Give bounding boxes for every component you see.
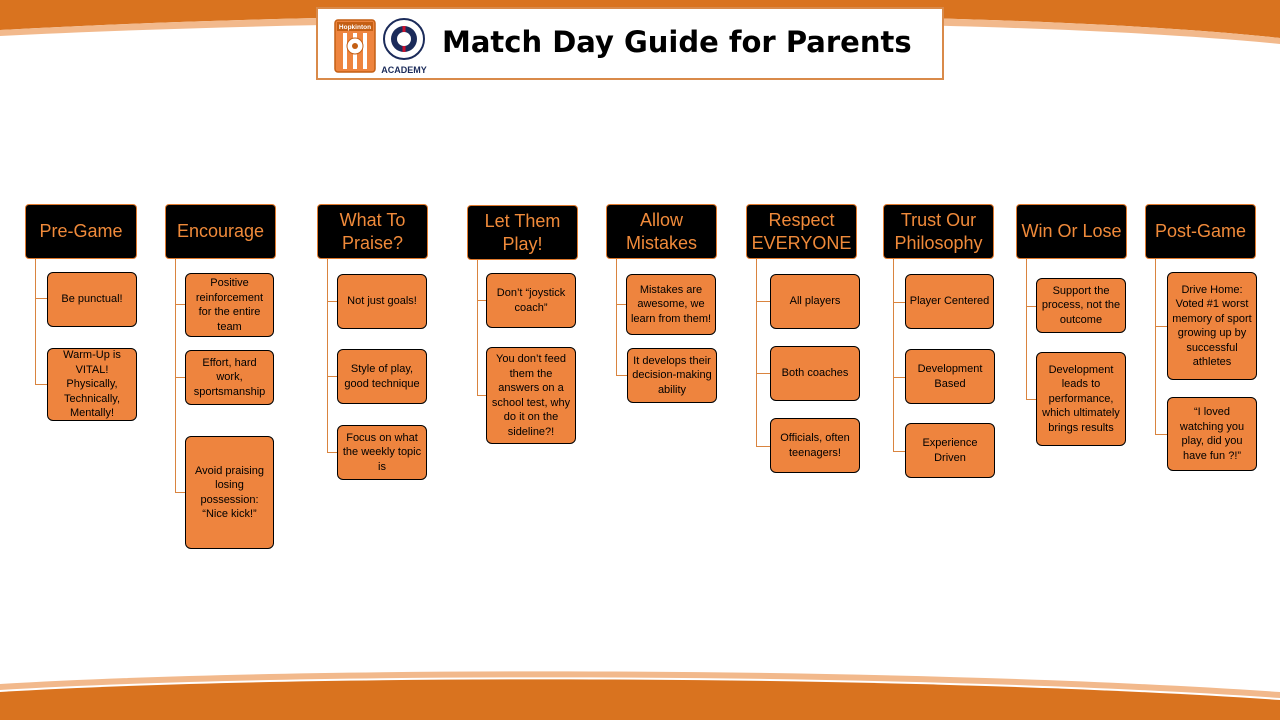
column-heading: Trust Our Philosophy	[883, 204, 994, 259]
list-item: Focus on what the weekly topic is	[337, 425, 427, 480]
list-item: Mistakes are awesome, we learn from them…	[626, 274, 716, 335]
list-item: Support the process, not the outcome	[1036, 278, 1126, 333]
logo-left-text: Hopkinton	[339, 24, 371, 31]
list-item: Be punctual!	[47, 272, 137, 327]
revolution-academy-logo: ACADEMY	[381, 18, 427, 75]
hopkinton-shield-logo: Hopkinton	[334, 19, 376, 73]
title-box: Hopkinton ACADEMY Match Day Guide for Pa…	[316, 7, 944, 80]
list-item: Player Centered	[905, 274, 994, 329]
column-heading: What To Praise?	[317, 204, 428, 259]
list-item: Experience Driven	[905, 423, 995, 478]
list-item: Positive reinforcement for the entire te…	[185, 273, 274, 337]
logo-right-text: ACADEMY	[381, 65, 427, 75]
list-item: Both coaches	[770, 346, 860, 401]
list-item: “I loved watching you play, did you have…	[1167, 397, 1257, 471]
column-heading: Allow Mistakes	[606, 204, 717, 259]
list-item: Development Based	[905, 349, 995, 404]
column-heading: Encourage	[165, 204, 276, 259]
list-item: Style of play, good technique	[337, 349, 427, 404]
page-title: Match Day Guide for Parents	[442, 25, 912, 59]
list-item: It develops their decision-making abilit…	[627, 348, 717, 403]
list-item: Effort, hard work, sportsmanship	[185, 350, 274, 405]
list-item: Warm-Up is VITAL! Physically, Technicall…	[47, 348, 137, 421]
column-heading: Let Them Play!	[467, 205, 578, 260]
list-item: Officials, often teenagers!	[770, 418, 860, 473]
list-item: All players	[770, 274, 860, 329]
list-item: You don’t feed them the answers on a sch…	[486, 347, 576, 444]
list-item: Drive Home: Voted #1 worst memory of spo…	[1167, 272, 1257, 380]
list-item: Not just goals!	[337, 274, 427, 329]
bottom-swoosh-decoration	[0, 671, 1280, 720]
column-heading: Respect EVERYONE	[746, 204, 857, 259]
list-item: Avoid praising losing possession: “Nice …	[185, 436, 274, 549]
column-heading: Win Or Lose	[1016, 204, 1127, 259]
list-item: Development leads to performance, which …	[1036, 352, 1126, 446]
list-item: Don’t “joystick coach”	[486, 273, 576, 328]
column-heading: Pre-Game	[25, 204, 137, 259]
column-heading: Post-Game	[1145, 204, 1256, 259]
